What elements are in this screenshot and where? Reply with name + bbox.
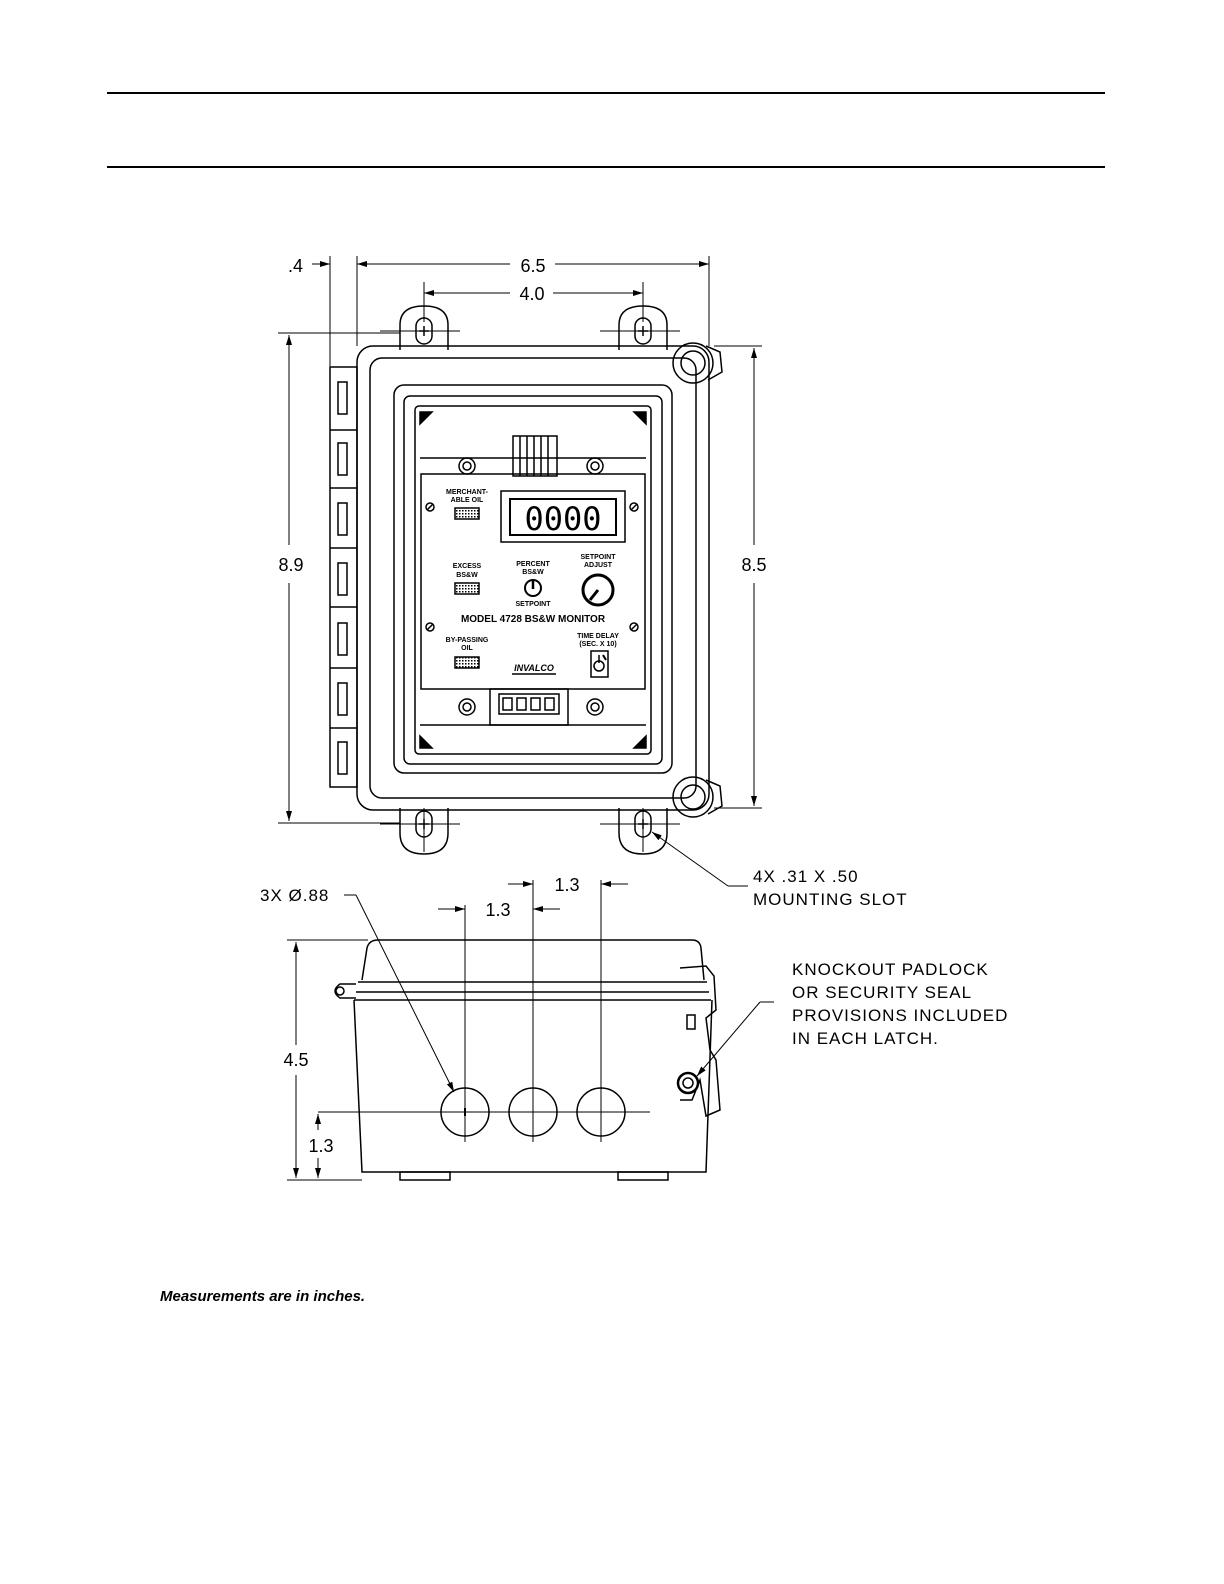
brand-logo: INVALCO — [514, 663, 554, 673]
dim-knockout-spacing-b: 1.3 — [485, 900, 510, 920]
latch-note-line-1: KNOCKOUT PADLOCK — [792, 960, 989, 979]
latch-note-line-4: IN EACH LATCH. — [792, 1029, 939, 1048]
latch-note-line-3: PROVISIONS INCLUDED — [792, 1006, 1008, 1025]
setpoint-adjust-label-2: ADJUST — [584, 562, 613, 569]
dimension-labels: .4 6.5 4.0 8.9 8.5 4.5 1.3 1.3 1.3 — [278, 256, 766, 1156]
excess-bsw-lamp — [454, 582, 480, 595]
setpoint-adjust-knob[interactable] — [581, 573, 615, 607]
dim-body-height: 8.5 — [741, 555, 766, 575]
knockout-callout: 3X Ø.88 — [260, 886, 329, 905]
time-delay-label-2: (SEC. X 10) — [579, 641, 616, 648]
dim-slot-spacing: 4.0 — [519, 284, 544, 304]
latch-bottom — [672, 776, 723, 818]
bypassing-label-2: OIL — [461, 645, 473, 652]
mounting-slot-size: 4X .31 X .50 — [753, 867, 859, 886]
display-bezel — [500, 490, 626, 543]
side-body — [353, 999, 713, 1173]
header-rule-bottom — [107, 166, 1105, 168]
setpoint-button[interactable] — [524, 579, 542, 597]
bypassing-oil-lamp — [454, 656, 480, 669]
side-view — [334, 939, 721, 1181]
merchantable-oil-lamp — [454, 507, 480, 520]
hinge-strip — [329, 366, 358, 788]
enclosure-lid — [369, 357, 697, 799]
callout-labels: 3X Ø.88 4X .31 X .50 MOUNTING SLOT KNOCK… — [260, 867, 1008, 1048]
setpoint-adjust-label-1: SETPOINT — [580, 554, 616, 561]
merchantable-label-2: ABLE OIL — [451, 497, 484, 504]
side-lid — [361, 939, 705, 981]
front-view — [329, 305, 723, 855]
side-hinge — [334, 983, 356, 999]
excess-label-2: BS&W — [456, 572, 478, 579]
latch-note-line-2: OR SECURITY SEAL — [792, 983, 972, 1002]
header-rule-top — [107, 92, 1105, 94]
mounting-slot-label: MOUNTING SLOT — [753, 890, 908, 909]
dim-overall-height: 8.9 — [278, 555, 303, 575]
time-delay-switch[interactable] — [590, 650, 609, 678]
inner-plate — [414, 405, 652, 755]
dim-overall-width: 6.5 — [520, 256, 545, 276]
display-readout: 0000 — [524, 500, 601, 538]
panel-labels: 0000 MERCHANT- ABLE OIL EXCESS BS&W PERC… — [446, 489, 620, 673]
excess-label-1: EXCESS — [453, 563, 482, 570]
top-cable-gland — [512, 435, 558, 477]
dim-side-height: 4.5 — [283, 1050, 308, 1070]
percent-label-2: BS&W — [522, 569, 544, 576]
padlock-knockout — [676, 1071, 700, 1095]
model-label: MODEL 4728 BS&W MONITOR — [461, 614, 606, 625]
latch-top — [672, 342, 723, 384]
side-latch — [676, 965, 721, 1118]
terminal-block — [489, 688, 569, 726]
time-delay-label-1: TIME DELAY — [577, 633, 619, 640]
dim-offset-left: .4 — [288, 256, 303, 276]
bypassing-label-1: BY-PASSING — [446, 637, 489, 644]
dim-knockout-spacing-a: 1.3 — [554, 875, 579, 895]
setpoint-label: SETPOINT — [515, 601, 551, 608]
dim-knockout-height: 1.3 — [308, 1136, 333, 1156]
window-frame — [393, 384, 673, 774]
percent-label-1: PERCENT — [516, 561, 550, 568]
merchantable-label-1: MERCHANT- — [446, 489, 489, 496]
units-caption: Measurements are in inches. — [160, 1288, 366, 1305]
enclosure-outer — [356, 345, 710, 811]
